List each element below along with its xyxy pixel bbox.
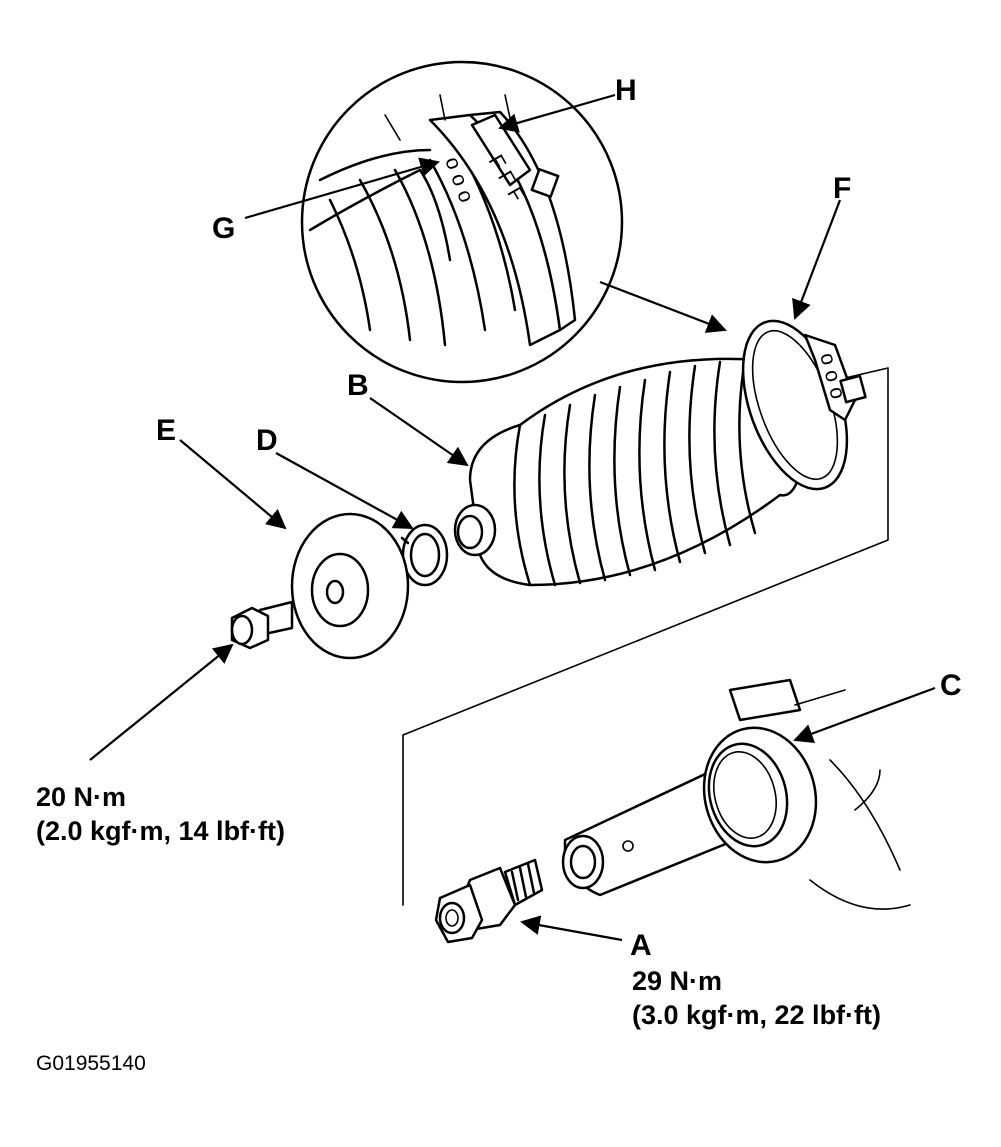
leader-h — [498, 93, 616, 133]
leader-bolt — [89, 643, 234, 761]
clamp-band: o o o — [741, 319, 867, 491]
detail-boot-folds: F F F o o o — [308, 94, 577, 347]
torque-e-line1: 20 N·m — [36, 782, 126, 812]
label-e: E — [156, 414, 176, 447]
steering-boot — [453, 357, 807, 587]
detail-circle: F F F o o o — [300, 60, 624, 384]
torque-spec-fitting: 29 N·m (3.0 kgf·m, 22 lbf·ft) — [632, 966, 881, 1030]
torque-a-line2: (3.0 kgf·m, 22 lbf·ft) — [632, 1000, 881, 1030]
detail-pointer-arrow — [599, 280, 727, 333]
torque-e-line2: (2.0 kgf·m, 14 lbf·ft) — [36, 816, 285, 846]
label-g: G — [212, 212, 235, 245]
gear-housing — [702, 678, 911, 910]
torque-a-line1: 29 N·m — [632, 966, 722, 996]
bolt — [230, 600, 294, 650]
leader-d — [275, 452, 414, 529]
leader-c — [793, 686, 936, 744]
label-b: B — [347, 369, 369, 402]
leader-f — [792, 199, 842, 320]
callout-labels: H G F B D E C A — [156, 74, 962, 962]
torque-spec-bolt: 20 N·m (2.0 kgf·m, 14 lbf·ft) — [36, 782, 285, 846]
air-vent-fitting — [434, 858, 544, 944]
lock-washer — [400, 523, 449, 587]
frame-lines — [402, 367, 889, 906]
label-f: F — [833, 172, 851, 205]
label-d: D — [256, 424, 278, 457]
leader-lines — [89, 93, 936, 942]
label-c: C — [940, 669, 962, 702]
label-a: A — [630, 929, 652, 962]
leader-a — [520, 915, 623, 942]
stop-washer — [290, 512, 410, 660]
leader-g — [244, 157, 440, 220]
label-h: H — [615, 74, 637, 107]
leader-e — [179, 439, 287, 530]
leader-b — [369, 397, 469, 467]
figure-code: G01955140 — [36, 1052, 146, 1075]
